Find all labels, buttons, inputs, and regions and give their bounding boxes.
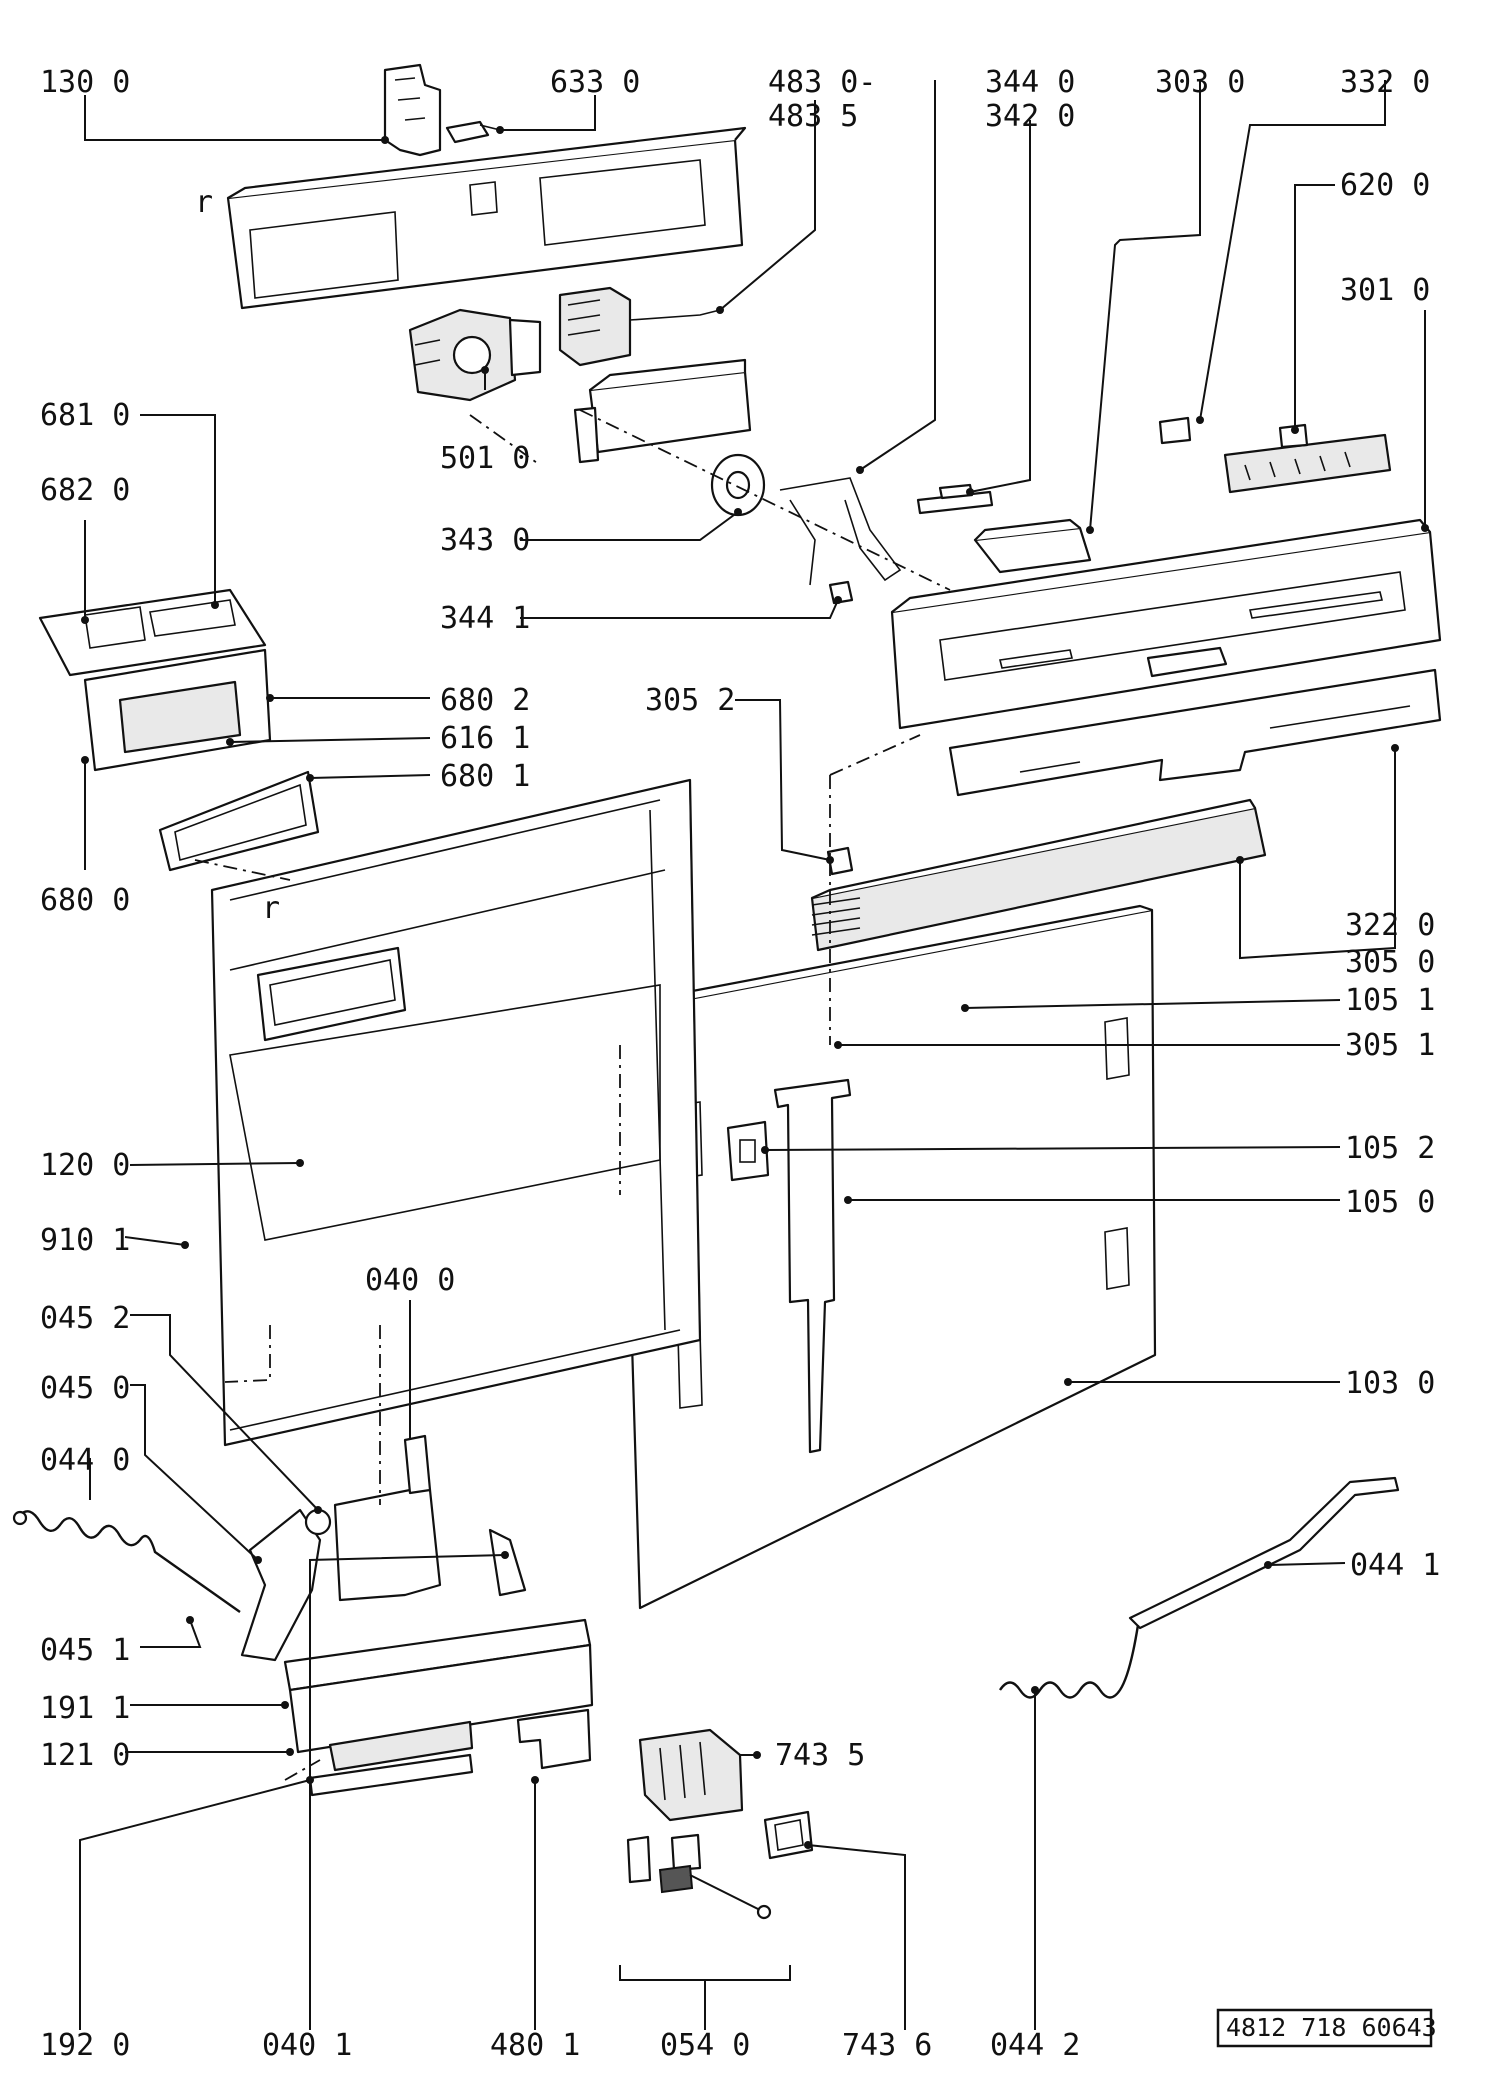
callout-045-0: 045 0 — [40, 1371, 130, 1406]
callout-616-1: 616 1 — [440, 721, 530, 756]
mark-r-top: r — [195, 185, 213, 220]
callout-483-0: 483 0- — [768, 65, 876, 100]
part-bracket-480-1 — [516, 1708, 592, 1770]
callout-045-1: 045 1 — [40, 1633, 130, 1668]
callout-680-1: 680 1 — [440, 759, 530, 794]
document-number-box: 4812 718 60643 — [1216, 2008, 1437, 2048]
part-ring-343 — [710, 453, 766, 517]
callout-743-5: 743 5 — [775, 1738, 865, 1773]
part-switch-housing — [573, 358, 752, 464]
callout-620-0: 620 0 — [1340, 168, 1430, 203]
callout-045-2: 045 2 — [40, 1301, 130, 1336]
callout-191-1: 191 1 — [40, 1691, 130, 1726]
callout-040-0: 040 0 — [365, 1263, 455, 1298]
callout-343-0: 343 0 — [440, 523, 530, 558]
callout-192-0: 192 0 — [40, 2028, 130, 2063]
callout-680-0: 680 0 — [40, 883, 130, 918]
document-number: 4812 718 60643 — [1226, 2013, 1437, 2042]
callout-344-1: 344 1 — [440, 601, 530, 636]
part-clips-054 — [626, 1833, 772, 1920]
part-knob-holder-303 — [973, 518, 1092, 574]
callout-303-0: 303 0 — [1155, 65, 1245, 100]
part-outer-door-103 — [620, 904, 1157, 1610]
callout-305-2: 305 2 — [645, 683, 735, 718]
callout-040-1: 040 1 — [262, 2028, 352, 2063]
callout-681-0: 681 0 — [40, 398, 130, 433]
callout-910-1: 910 1 — [40, 1223, 130, 1258]
part-bottom-rail-121 — [283, 1618, 594, 1797]
part-connector-743-5 — [638, 1728, 744, 1822]
callout-483-5: 483 5 — [768, 99, 858, 134]
part-latch-105-2 — [726, 1120, 770, 1182]
callout-105-1: 105 1 — [1345, 983, 1435, 1018]
part-connector-483 — [558, 286, 721, 367]
callout-044-2: 044 2 — [990, 2028, 1080, 2063]
callout-044-0: 044 0 — [40, 1443, 130, 1478]
part-lower-fascia-322 — [948, 668, 1442, 797]
callout-305-1: 305 1 — [1345, 1028, 1435, 1063]
part-bracket-130 — [383, 63, 442, 157]
callout-130-0: 130 0 — [40, 65, 130, 100]
callout-044-1: 044 1 — [1350, 1548, 1440, 1583]
part-knob-332 — [1158, 416, 1192, 445]
callout-501-0: 501 0 — [440, 441, 530, 476]
part-wire-bracket-344 — [779, 477, 902, 605]
callout-105-0: 105 0 — [1345, 1185, 1435, 1220]
leader-dots — [81, 126, 1429, 1849]
callout-120-0: 120 0 — [40, 1148, 130, 1183]
part-connector-743-6 — [763, 1810, 814, 1860]
callout-301-0: 301 0 — [1340, 273, 1430, 308]
part-switch-633 — [445, 120, 501, 144]
part-spring-044 — [12, 1510, 241, 1613]
part-fin-040-1 — [488, 1528, 527, 1597]
part-switch-bank-620 — [1223, 423, 1392, 494]
callout-633-0: 633 0 — [550, 65, 640, 100]
callout-332-0: 332 0 — [1340, 65, 1430, 100]
part-fascia-301 — [890, 518, 1442, 730]
leader-lines — [79, 80, 1426, 2030]
part-top-support-rail — [226, 126, 747, 310]
part-bracket-040 — [333, 1434, 442, 1602]
callout-labels: 130 0 633 0 483 0- 483 5 344 0 342 0 303… — [40, 65, 1440, 2063]
callout-682-0: 682 0 — [40, 473, 130, 508]
part-door-top-rail-305 — [810, 798, 1267, 952]
callout-344-0: 344 0 — [985, 65, 1075, 100]
callout-680-2: 680 2 — [440, 683, 530, 718]
part-seal-680-1 — [158, 770, 320, 872]
callout-121-0: 121 0 — [40, 1738, 130, 1773]
part-inner-door-120 — [210, 778, 702, 1447]
callout-322-0: 322 0 — [1345, 908, 1435, 943]
part-hinge-arm-045 — [240, 1508, 332, 1662]
callout-480-1: 480 1 — [490, 2028, 580, 2063]
callout-103-0: 103 0 — [1345, 1366, 1435, 1401]
part-rod-044-1 — [999, 1476, 1400, 1699]
part-latch-plate-105 — [773, 1078, 852, 1454]
callout-305-0: 305 0 — [1345, 945, 1435, 980]
part-dispenser-680 — [38, 588, 272, 772]
callout-105-2: 105 2 — [1345, 1131, 1435, 1166]
callout-743-6: 743 6 — [842, 2028, 932, 2063]
mark-r-frame: r — [262, 891, 280, 926]
callout-054-0: 054 0 — [660, 2028, 750, 2063]
callout-342-0: 342 0 — [985, 99, 1075, 134]
part-timer-501 — [408, 308, 542, 402]
